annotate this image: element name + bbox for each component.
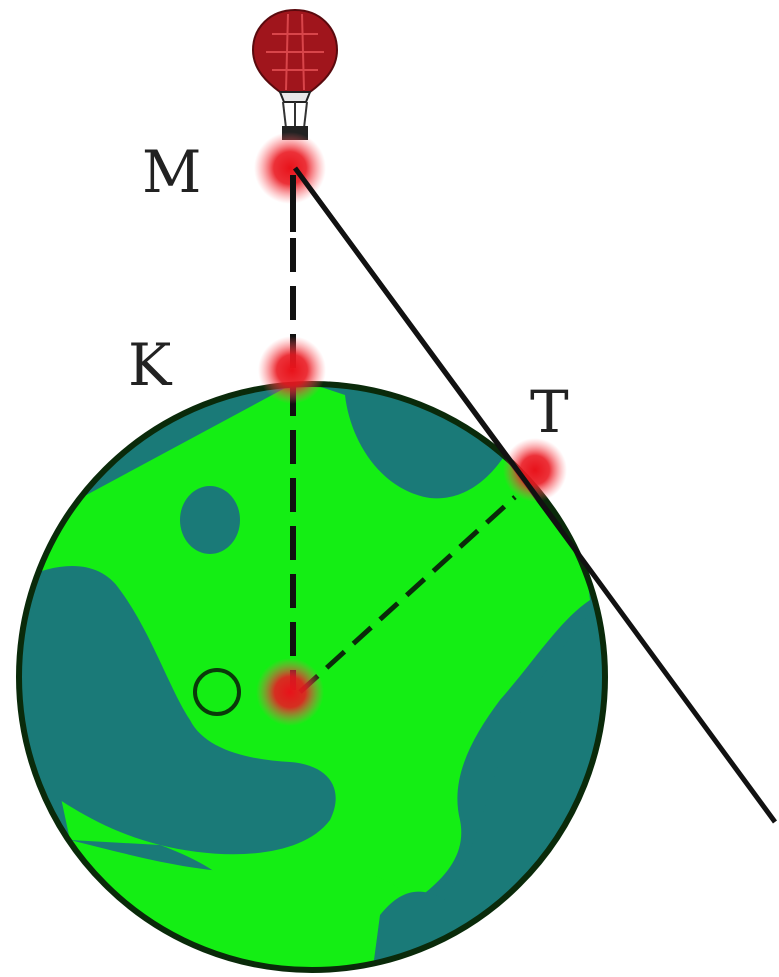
point-o-marker — [193, 668, 241, 716]
label-k: K — [128, 331, 173, 399]
label-m: M — [142, 138, 201, 206]
point-k-marker — [258, 336, 326, 404]
globe-icon — [16, 381, 608, 973]
label-t: T — [530, 378, 569, 446]
center-marker — [256, 658, 324, 726]
point-t-marker — [503, 438, 567, 502]
hot-air-balloon-icon — [251, 8, 339, 140]
dashed-radius-ot — [298, 495, 517, 694]
